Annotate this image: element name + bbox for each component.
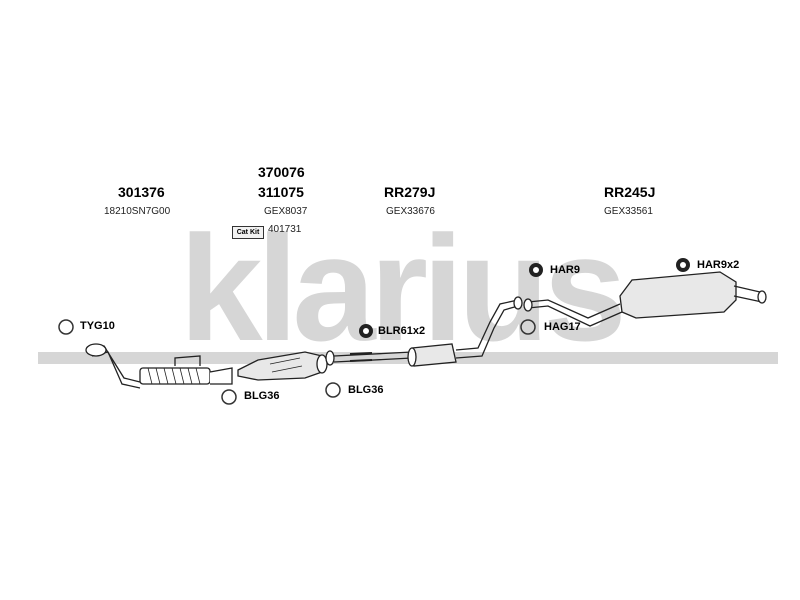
rubber-mount-icon	[359, 324, 373, 338]
rear-box-number: RR245J	[604, 184, 656, 200]
cat-kit-code: 401731	[268, 224, 302, 235]
middle-box-code: GEX33676	[386, 206, 435, 217]
middle-box-number: RR279J	[384, 184, 436, 200]
catalyst-number-top: 370076	[258, 164, 305, 180]
blg36-right-label: BLG36	[348, 384, 384, 396]
rear-box	[523, 271, 767, 327]
front-pipe-number: 301376	[118, 184, 165, 200]
ring-icon	[520, 319, 536, 335]
rear-box-code: GEX33561	[604, 206, 653, 217]
ring-icon	[58, 319, 74, 335]
hag17-label: HAG17	[544, 321, 581, 333]
front-pipe-code: 18210SN7G00	[104, 206, 171, 217]
blg36-left-label: BLG36	[244, 390, 280, 402]
middle-pipe	[325, 296, 523, 367]
har9x2-label: HAR9x2	[697, 259, 740, 271]
rubber-mount-icon	[529, 263, 543, 277]
ring-icon	[325, 382, 341, 398]
catalyst	[237, 351, 328, 381]
tyg10-label: TYG10	[80, 320, 115, 332]
front-pipe	[85, 343, 233, 389]
rubber-mount-icon	[676, 258, 690, 272]
blr61-label: BLR61x2	[378, 325, 426, 337]
har9-label: HAR9	[550, 264, 580, 276]
catalyst-number: 311075	[258, 184, 304, 200]
cat-kit-badge: Cat Kit	[232, 226, 264, 239]
ring-icon	[221, 389, 237, 405]
catalyst-code: GEX8037	[264, 206, 308, 217]
